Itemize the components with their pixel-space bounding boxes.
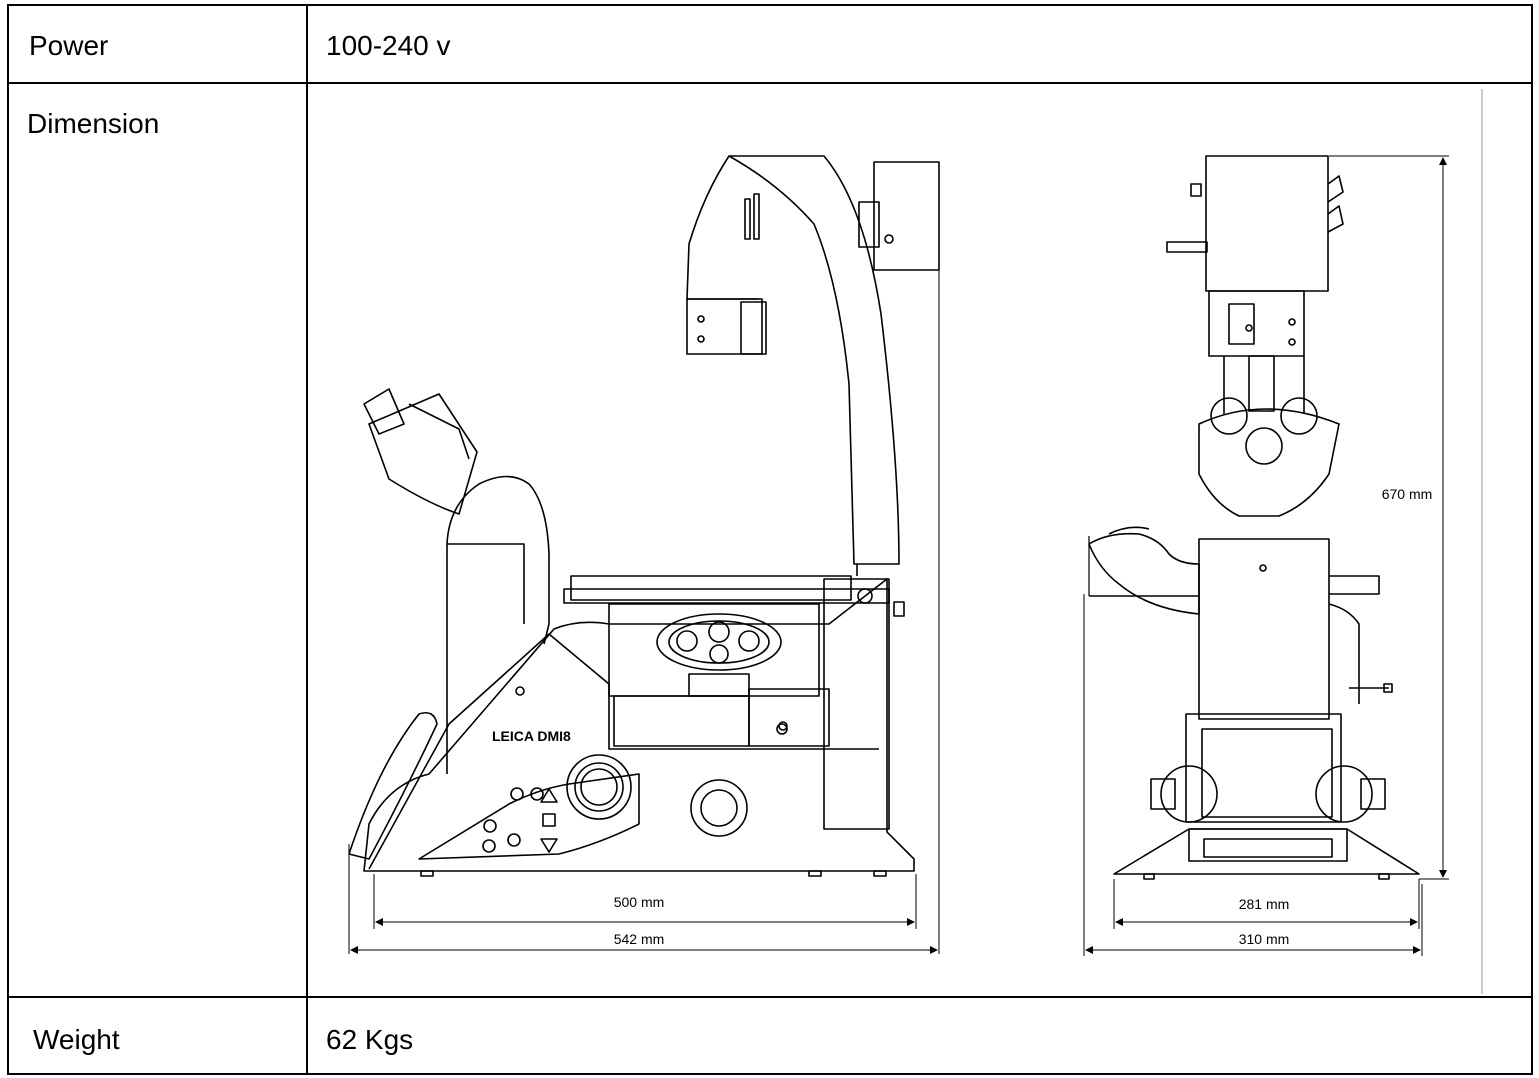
front-view-microscope-icon [1088, 155, 1420, 880]
row-divider-2 [9, 996, 1531, 998]
side-view-microscope-icon [348, 155, 940, 877]
microscope-dimension-drawing: LEICA DMI8 [348, 89, 1483, 994]
side-outer-width-label: 542 mm [614, 931, 665, 947]
brand-label: LEICA DMI8 [492, 728, 571, 744]
weight-label: Weight [33, 1024, 120, 1055]
front-outer-width-label: 310 mm [1239, 931, 1290, 947]
weight-value: 62 Kgs [326, 1024, 414, 1055]
side-inner-width-label: 500 mm [614, 894, 665, 910]
power-value: 100-240 v [326, 30, 451, 61]
front-inner-width-label: 281 mm [1239, 896, 1290, 912]
column-divider [306, 6, 308, 1073]
spec-table: Power 100-240 v Dimension Weight 62 Kgs [7, 4, 1533, 1075]
height-label: 670 mm [1382, 486, 1433, 502]
power-label: Power [29, 30, 109, 61]
dimension-label: Dimension [27, 108, 160, 139]
row-divider-1 [9, 82, 1531, 84]
